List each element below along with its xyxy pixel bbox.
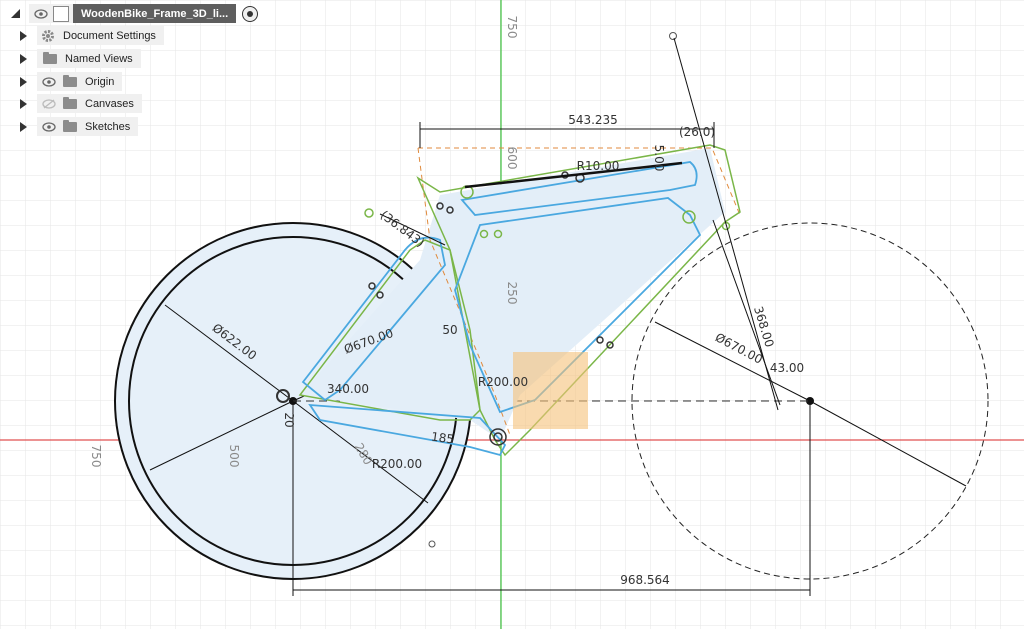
expand-triangle-icon[interactable] [20, 98, 27, 109]
selection-highlight [513, 352, 588, 429]
browser-item-sketches[interactable]: Sketches [0, 117, 139, 136]
dim-5[interactable]: 5.00 [652, 145, 666, 172]
expand-triangle-icon[interactable] [20, 76, 27, 87]
dim-543[interactable]: 543.235 [568, 113, 618, 127]
dim-750-top[interactable]: 750 [505, 16, 519, 39]
dim-340[interactable]: 340.00 [327, 382, 369, 396]
browser-item-label: Sketches [85, 120, 131, 133]
document-title[interactable]: WoodenBike_Frame_3D_li... [73, 4, 237, 23]
folder-icon [63, 119, 77, 132]
browser-item-origin[interactable]: Origin [0, 72, 123, 91]
dim-500[interactable]: 500 [227, 445, 241, 468]
sketch-points [364, 185, 731, 239]
browser-item-label: Named Views [65, 52, 133, 65]
dim-250[interactable]: 250 [505, 282, 519, 305]
browser-root-row[interactable]: WoodenBike_Frame_3D_li... [0, 4, 259, 23]
expand-triangle-icon[interactable] [20, 30, 27, 41]
component-icon [53, 5, 69, 22]
activate-radio-icon[interactable] [242, 5, 259, 22]
eye-icon[interactable] [41, 72, 57, 91]
browser-item-label: Canvases [85, 97, 134, 110]
dim-r200-mid[interactable]: R200.00 [478, 375, 528, 389]
frame-outer-profile[interactable] [298, 144, 741, 457]
frame-fill [300, 148, 725, 440]
collapse-triangle-icon[interactable] [4, 8, 21, 19]
browser-item-label: Origin [85, 75, 115, 88]
browser-item-label: Document Settings [63, 29, 156, 42]
eye-icon[interactable] [41, 117, 57, 136]
eye-hidden-icon[interactable] [41, 94, 57, 113]
gear-icon [42, 29, 54, 42]
dim-600[interactable]: 600 [505, 147, 519, 170]
expand-triangle-icon[interactable] [20, 53, 27, 64]
dim-r10[interactable]: R10.00 [577, 159, 620, 173]
browser-item-named-views[interactable]: Named Views [0, 49, 141, 68]
folder-icon [43, 51, 57, 64]
dim-26[interactable]: (26.0) [679, 125, 715, 139]
top-tube-line [464, 161, 683, 189]
eye-icon[interactable] [33, 4, 49, 23]
folder-icon [63, 96, 77, 109]
expand-triangle-icon[interactable] [20, 121, 27, 132]
dim-750-left[interactable]: 750 [89, 445, 103, 468]
browser-item-canvases[interactable]: Canvases [0, 94, 142, 113]
dim-50[interactable]: 50 [442, 323, 457, 337]
dim-43[interactable]: 43.00 [770, 361, 804, 375]
folder-icon [63, 74, 77, 87]
dim-r200-lower[interactable]: R200.00 [372, 457, 422, 471]
browser-item-document-settings[interactable]: Document Settings [0, 26, 164, 45]
dim-185[interactable]: 185 [430, 430, 455, 447]
dim-968[interactable]: 968.564 [620, 573, 670, 587]
construction-outline [418, 147, 741, 216]
dim-20[interactable]: 20 [282, 412, 296, 427]
